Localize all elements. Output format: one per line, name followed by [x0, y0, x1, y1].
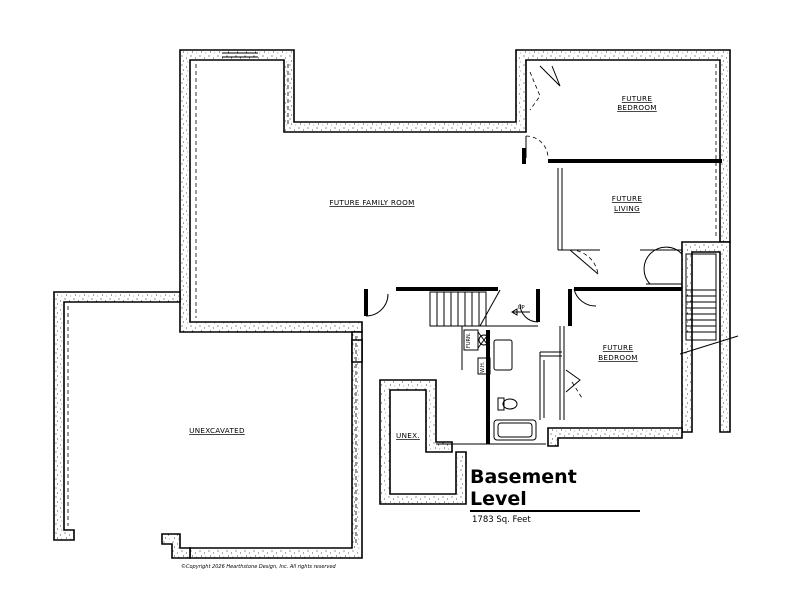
label-future-bedroom-top-1: FUTURE [622, 94, 653, 103]
label-future-living-1: FUTURE [612, 194, 643, 203]
plan-area: 1783 Sq. Feet [472, 515, 531, 525]
room-labels: FUTURE BEDROOM FUTURE FAMILY ROOM FUTURE… [189, 94, 657, 440]
door-swings [365, 65, 599, 399]
label-furnace: FURN. [466, 332, 472, 348]
label-future-bedroom-top-2: BEDROOM [617, 103, 657, 112]
label-water-heater: W.H. [480, 361, 486, 373]
foundation-walls [53, 49, 731, 559]
interior-partitions [364, 148, 722, 445]
copyright-notice: ©Copyright 2026 Hearthstone Design, Inc.… [181, 564, 336, 570]
exterior-stair [643, 246, 739, 355]
label-stair-up: UP [518, 305, 525, 311]
label-future-bedroom-bottom-2: BEDROOM [598, 353, 638, 362]
label-future-living-2: LIVING [614, 204, 640, 213]
interior-frame-lines [67, 49, 717, 544]
bath-fixtures [463, 329, 545, 441]
title-block: Basement Level 1783 Sq. Feet [470, 466, 640, 525]
label-unex: UNEX. [396, 431, 420, 440]
stair-up [429, 289, 530, 327]
label-unexcavated: UNEXCAVATED [189, 426, 245, 435]
label-future-bedroom-bottom-1: FUTURE [603, 343, 634, 352]
label-future-family-room: FUTURE FAMILY ROOM [329, 198, 414, 207]
plan-title: Basement Level [470, 466, 640, 512]
